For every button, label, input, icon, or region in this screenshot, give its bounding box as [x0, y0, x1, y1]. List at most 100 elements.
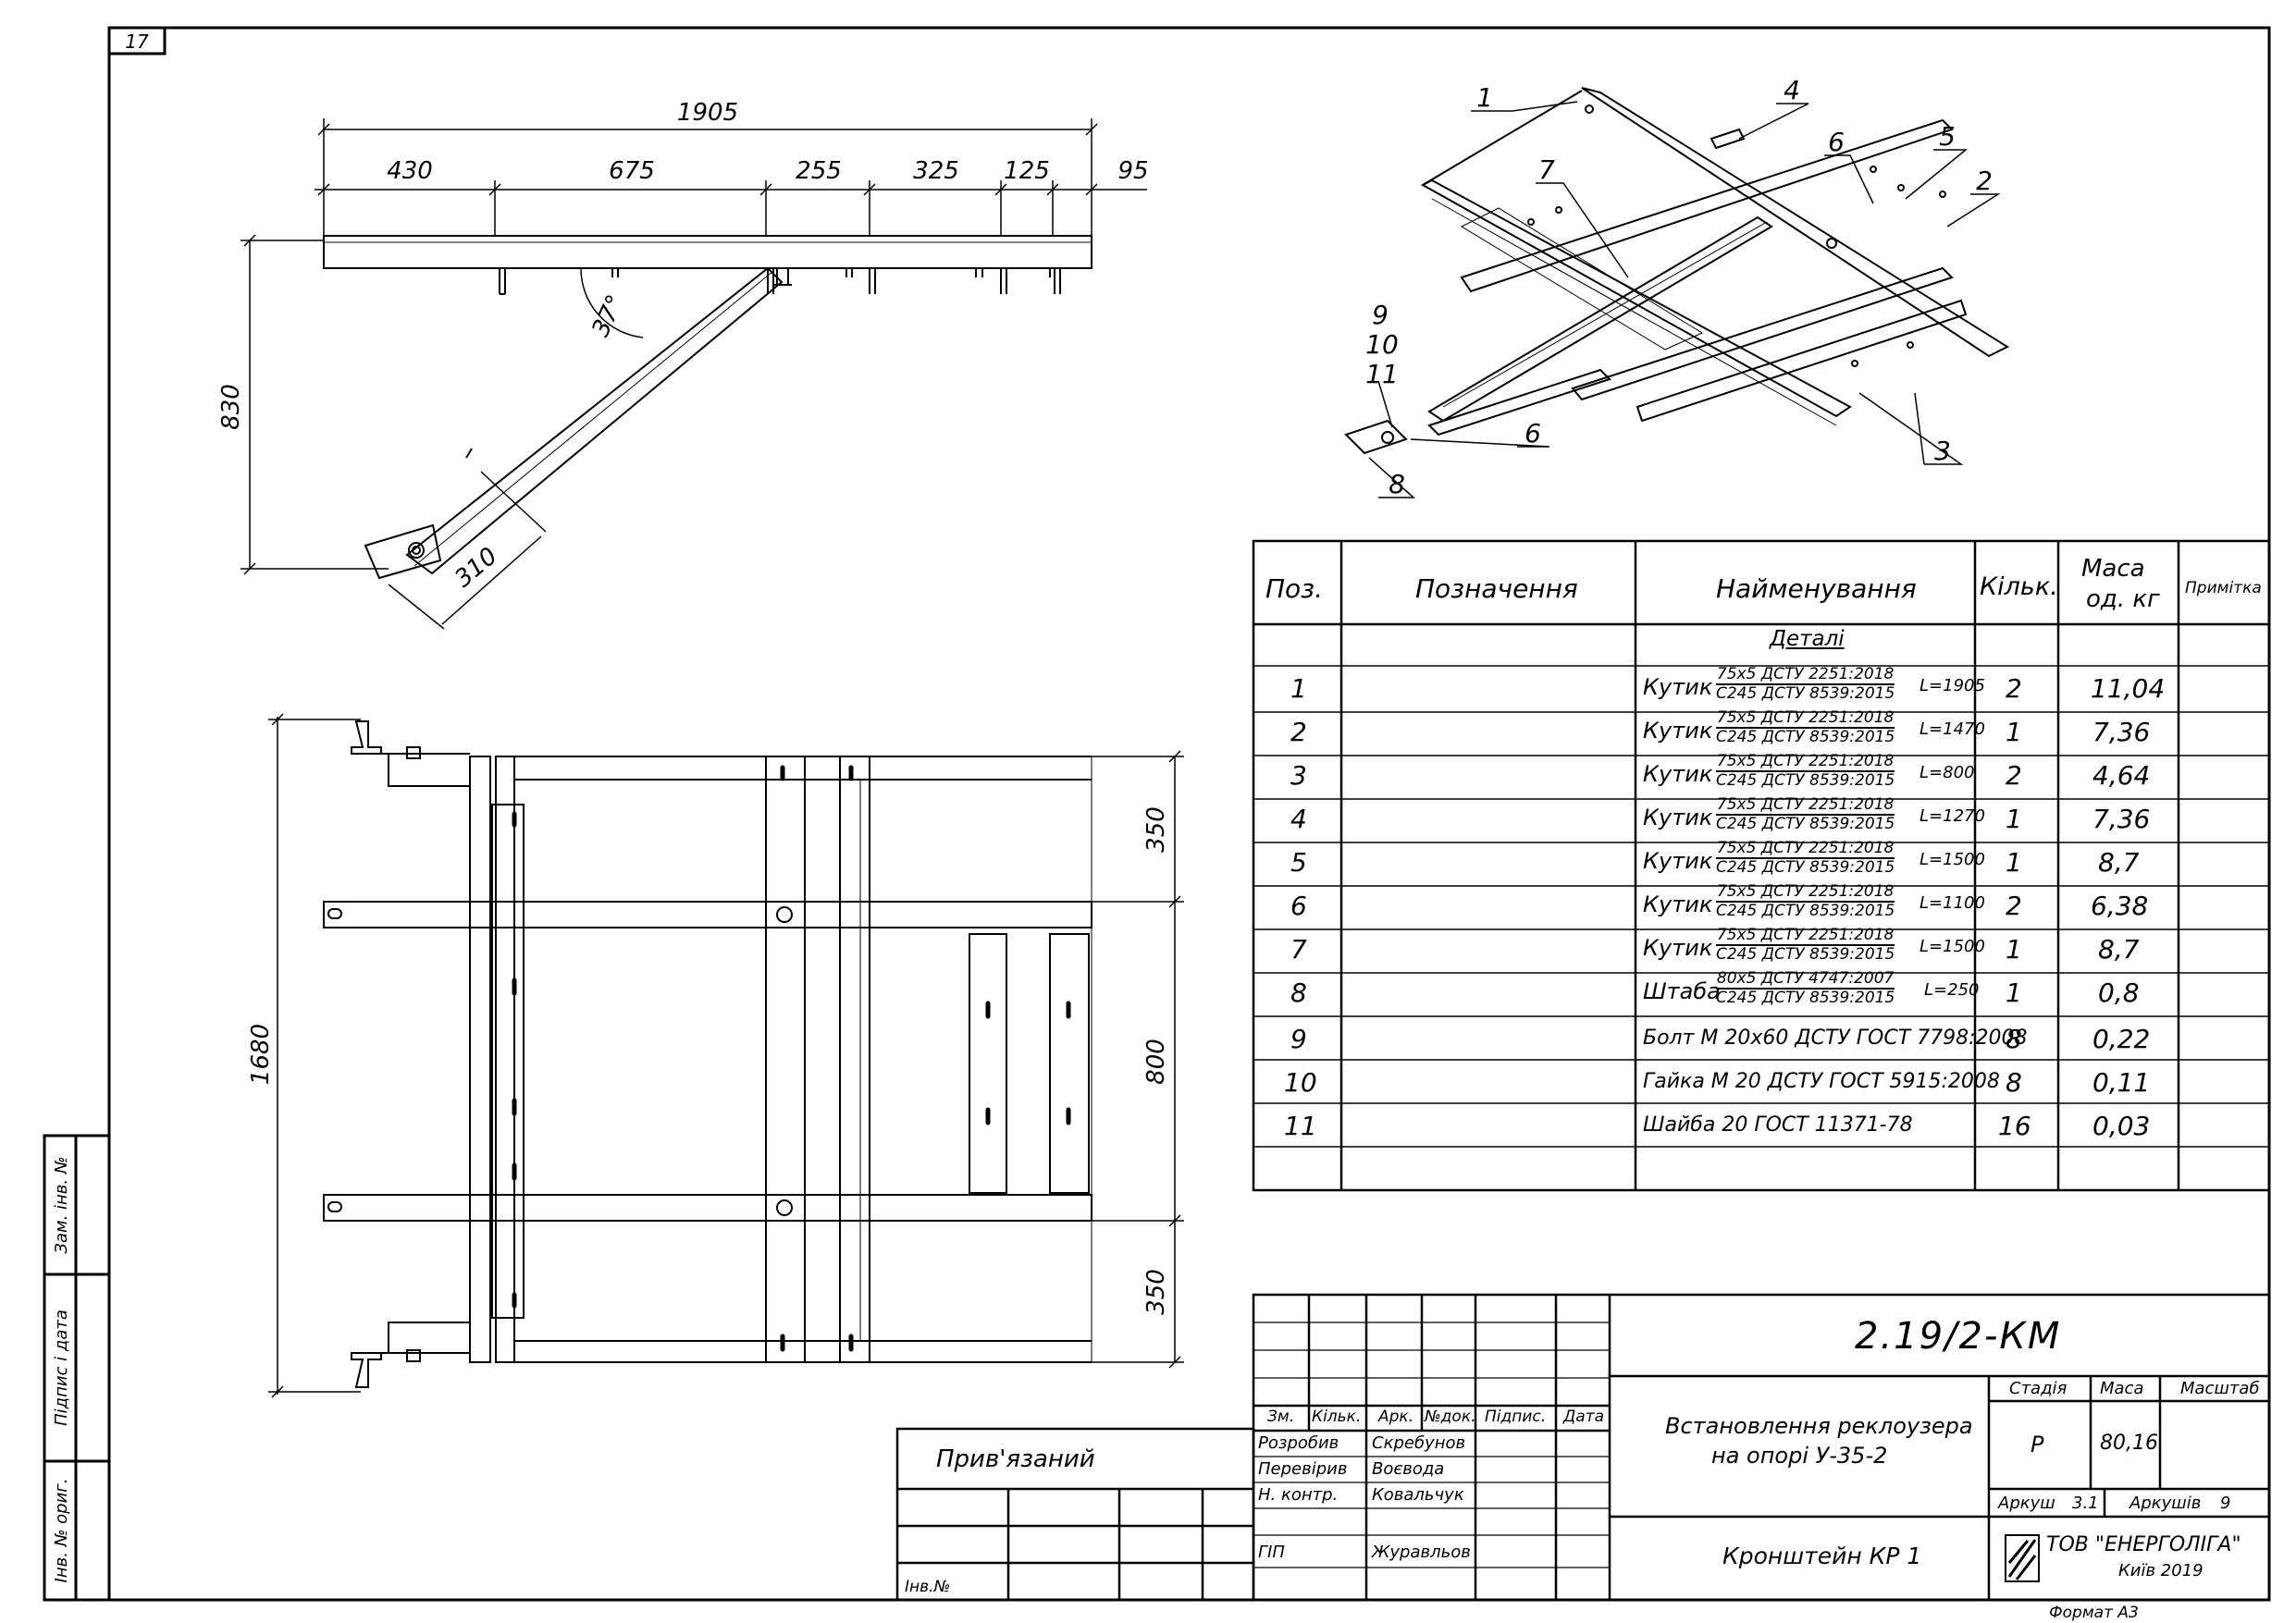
- callout-7: 7: [1538, 154, 1555, 185]
- format-label: Формат А3: [2049, 1604, 2139, 1622]
- row-3-qty: 2: [2006, 760, 2022, 791]
- inv-no-label: Інв.№: [905, 1578, 951, 1596]
- row-6-pos: 6: [1290, 891, 1307, 921]
- row-7-spec-den: С245 ДСТУ 8539:2015: [1716, 945, 1895, 964]
- dim-125: 125: [1004, 157, 1050, 185]
- city-year: Київ 2019: [2118, 1561, 2203, 1580]
- stage-label: Стадія: [2009, 1379, 2068, 1398]
- row-2-mass: 7,36: [2092, 717, 2151, 747]
- row-3-word: Кутик: [1643, 761, 1713, 787]
- dim-95: 95: [1117, 157, 1148, 185]
- row-4-spec-den: С245 ДСТУ 8539:2015: [1716, 815, 1895, 833]
- isometric-view: [1344, 87, 2010, 455]
- row-1-spec-den: С245 ДСТУ 8539:2015: [1716, 684, 1895, 703]
- row-4-mass: 7,36: [2092, 804, 2151, 834]
- dim-830: 830: [217, 384, 245, 430]
- row-6-spec-num: 75x5 ДСТУ 2251:2018: [1716, 882, 1895, 903]
- name-norm-control: Ковальчук: [1372, 1485, 1464, 1505]
- row-10-text: Гайка М 20 ДСТУ ГОСТ 5915:2008: [1643, 1070, 2000, 1093]
- inv-orig-label: Інв. № ориг.: [52, 1479, 71, 1583]
- isometric-leaders: [1368, 101, 2001, 498]
- row-5-pos: 5: [1290, 847, 1307, 878]
- row-8-spec-num: 80x5 ДСТУ 4747:2007: [1716, 969, 1895, 990]
- callout-9: 9: [1372, 300, 1389, 330]
- elevation-view: [323, 235, 1092, 580]
- row-9-qty: 8: [2006, 1024, 2022, 1054]
- row-11-mass: 0,03: [2092, 1111, 2151, 1141]
- spec-table-grid: [1252, 539, 2271, 1192]
- name-developed: Скребунов: [1372, 1433, 1466, 1453]
- role-gip: ГІП: [1258, 1543, 1285, 1562]
- row-5-length: L=1500: [1920, 850, 1985, 869]
- title-block-thin-lines: [1253, 1322, 1610, 1568]
- callout-5: 5: [1939, 121, 1956, 152]
- row-9-text: Болт М 20x60 ДСТУ ГОСТ 7798:2008: [1643, 1027, 2028, 1050]
- row-9-pos: 9: [1290, 1024, 1307, 1054]
- row-5-mass: 8,7: [2098, 847, 2140, 878]
- project-title-1: Встановлення реклоузера: [1665, 1413, 1973, 1439]
- dim-800: 800: [1142, 1039, 1170, 1085]
- row-1-spec-num: 75x5 ДСТУ 2251:2018: [1716, 665, 1895, 685]
- mass-value: 80,16: [2100, 1432, 2158, 1455]
- sheet-value: 3.1: [2072, 1494, 2099, 1513]
- role-norm-control: Н. контр.: [1258, 1485, 1339, 1505]
- zam-inv-label: Зам. інв. №: [52, 1156, 71, 1253]
- row-11-text: Шайба 20 ГОСТ 11371-78: [1643, 1113, 1913, 1137]
- header-mass-2: од. кг: [2086, 585, 2160, 613]
- project-title-2: на опорі У-35-2: [1711, 1443, 1888, 1469]
- stage-value: Р: [2031, 1432, 2044, 1457]
- row-7-word: Кутик: [1643, 935, 1713, 961]
- dim-1905: 1905: [677, 99, 738, 127]
- row-5-word: Кутик: [1643, 848, 1713, 874]
- row-2-word: Кутик: [1643, 718, 1713, 744]
- callout-11: 11: [1365, 359, 1399, 389]
- row-4-spec-num: 75x5 ДСТУ 2251:2018: [1716, 795, 1895, 816]
- sheet-corner-number: 17: [125, 31, 149, 53]
- row-7-qty: 1: [2006, 934, 2022, 965]
- row-5-qty: 1: [2006, 847, 2022, 878]
- rev-header-qty: Кільк.: [1312, 1408, 1362, 1426]
- row-2-length: L=1470: [1920, 719, 1985, 739]
- header-designation: Позначення: [1415, 573, 1578, 604]
- sheet-title: Кронштейн КР 1: [1722, 1543, 1922, 1569]
- row-8-qty: 1: [2006, 977, 2022, 1008]
- row-2-pos: 2: [1290, 717, 1307, 747]
- header-name: Найменування: [1716, 573, 1917, 604]
- row-5-spec-num: 75x5 ДСТУ 2251:2018: [1716, 839, 1895, 859]
- dim-angle: 37°: [586, 290, 630, 340]
- callout-6-bottom: 6: [1524, 418, 1541, 449]
- linked-label: Прив'язаний: [936, 1445, 1095, 1473]
- rev-header-date: Дата: [1563, 1408, 1605, 1426]
- header-pos: Поз.: [1265, 573, 1323, 604]
- sheets-value: 9: [2220, 1494, 2231, 1513]
- callout-1: 1: [1476, 82, 1493, 113]
- callout-10: 10: [1365, 329, 1399, 360]
- rev-header-doc: №док.: [1425, 1408, 1476, 1426]
- role-checked: Перевірив: [1258, 1459, 1348, 1479]
- row-8-spec-den: С245 ДСТУ 8539:2015: [1716, 989, 1895, 1007]
- scale-label: Масштаб: [2180, 1379, 2260, 1398]
- title-block-grid: [895, 1293, 2271, 1602]
- row-9-mass: 0,22: [2092, 1024, 2151, 1054]
- callout-8: 8: [1389, 469, 1405, 499]
- row-6-length: L=1100: [1920, 893, 1985, 913]
- row-4-qty: 1: [2006, 804, 2022, 834]
- mass-label: Маса: [2100, 1379, 2144, 1398]
- callout-6-top: 6: [1828, 127, 1845, 157]
- row-6-spec-den: С245 ДСТУ 8539:2015: [1716, 902, 1895, 920]
- row-7-spec-num: 75x5 ДСТУ 2251:2018: [1716, 926, 1895, 946]
- row-1-length: L=1905: [1920, 676, 1985, 695]
- row-2-spec-num: 75x5 ДСТУ 2251:2018: [1716, 708, 1895, 729]
- section-title: Деталі: [1770, 627, 1845, 651]
- row-1-word: Кутик: [1643, 674, 1713, 700]
- rev-header-signature: Підпис.: [1485, 1408, 1547, 1426]
- spec-table-row-lines: [1253, 665, 2269, 1148]
- row-4-pos: 4: [1290, 804, 1307, 834]
- header-note: Примітка: [2185, 579, 2262, 597]
- dim-350-bottom: 350: [1142, 1269, 1170, 1315]
